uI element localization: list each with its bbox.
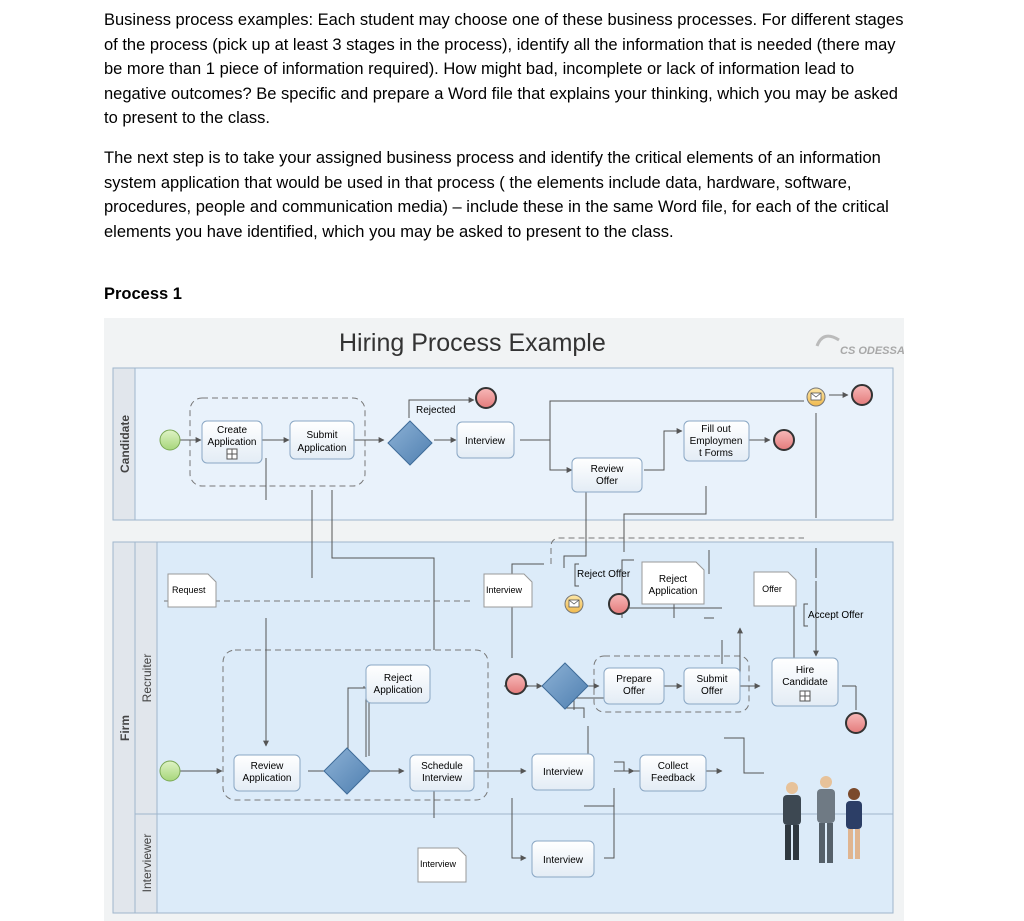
document-reject-application: Reject Application bbox=[641, 561, 705, 605]
diagram-title: Hiring Process Example bbox=[339, 329, 606, 357]
end-event-forms bbox=[773, 429, 795, 451]
task-candidate-interview: Interview bbox=[456, 421, 515, 459]
start-event-recruiter bbox=[159, 760, 181, 782]
recruiter-lane-label: Recruiter bbox=[140, 654, 154, 703]
svg-text:Interview: Interview bbox=[422, 773, 463, 784]
svg-text:Prepare: Prepare bbox=[616, 674, 652, 685]
interviewer-lane-label: Interviewer bbox=[140, 834, 154, 893]
svg-text:Interview: Interview bbox=[420, 859, 457, 869]
svg-text:Interview: Interview bbox=[486, 585, 523, 595]
svg-text:Interview: Interview bbox=[543, 767, 584, 778]
gateway-review bbox=[323, 747, 371, 795]
svg-text:Employmen: Employmen bbox=[690, 436, 743, 447]
svg-text:Application: Application bbox=[208, 437, 257, 448]
document-interview: Interview bbox=[483, 573, 533, 608]
message-event-candidate bbox=[806, 387, 826, 407]
svg-text:Submit: Submit bbox=[306, 430, 337, 441]
end-event-firm bbox=[845, 712, 867, 734]
task-submit-offer: Submit Offer bbox=[683, 667, 741, 705]
document-request: Request bbox=[167, 573, 217, 608]
svg-text:t Forms: t Forms bbox=[699, 448, 733, 459]
end-event-reject-offer bbox=[608, 593, 630, 615]
gateway-candidate bbox=[387, 420, 433, 466]
svg-text:Request: Request bbox=[172, 585, 206, 595]
firm-pool-label: Firm bbox=[118, 715, 132, 741]
instructions-paragraph-2: The next step is to take your assigned b… bbox=[104, 149, 889, 241]
svg-text:Offer: Offer bbox=[596, 476, 619, 487]
process-heading: Process 1 bbox=[104, 285, 182, 303]
document-offer: Offer bbox=[753, 571, 797, 607]
task-recruiter-interview: Interview bbox=[531, 753, 595, 791]
start-event-candidate bbox=[159, 429, 181, 451]
task-hire-candidate: Hire Candidate bbox=[771, 657, 839, 707]
task-fill-out-forms: Fill out Employmen t Forms bbox=[683, 420, 750, 462]
svg-text:Offer: Offer bbox=[701, 686, 724, 697]
svg-text:Reject Offer: Reject Offer bbox=[577, 569, 631, 580]
svg-text:CS ODESSA: CS ODESSA bbox=[840, 345, 904, 357]
instructions-paragraph-1: Business process examples: Each student … bbox=[104, 11, 904, 128]
svg-text:Offer: Offer bbox=[762, 584, 782, 594]
task-collect-feedback: Collect Feedback bbox=[639, 754, 707, 792]
svg-text:Application: Application bbox=[298, 443, 347, 454]
cs-odessa-logo: CS ODESSA bbox=[815, 334, 904, 357]
svg-text:Hire: Hire bbox=[796, 665, 815, 676]
svg-text:Fill out: Fill out bbox=[701, 424, 731, 435]
svg-text:Collect: Collect bbox=[658, 761, 689, 772]
business-people-illustration bbox=[783, 776, 862, 863]
svg-text:Interview: Interview bbox=[543, 855, 584, 866]
svg-text:Interview: Interview bbox=[465, 436, 506, 447]
svg-text:Application: Application bbox=[649, 586, 698, 597]
flow-connectors bbox=[178, 392, 857, 861]
task-schedule-interview: Schedule Interview bbox=[409, 754, 475, 792]
task-create-application: Create Application bbox=[201, 420, 263, 464]
svg-text:Accept Offer: Accept Offer bbox=[808, 610, 864, 621]
task-submit-application: Submit Application bbox=[289, 420, 355, 460]
candidate-lane-label: Candidate bbox=[118, 415, 132, 473]
end-event-candidate-hired bbox=[851, 384, 873, 406]
svg-text:Submit: Submit bbox=[696, 674, 727, 685]
svg-text:Candidate: Candidate bbox=[782, 677, 828, 688]
svg-text:Application: Application bbox=[374, 685, 423, 696]
svg-text:Application: Application bbox=[243, 773, 292, 784]
task-reject-application: Reject Application bbox=[365, 664, 431, 704]
svg-text:Feedback: Feedback bbox=[651, 773, 696, 784]
task-review-offer: Review Offer bbox=[571, 457, 643, 493]
svg-text:Reject: Reject bbox=[384, 673, 413, 684]
task-prepare-offer: Prepare Offer bbox=[603, 667, 665, 705]
rejected-label: Rejected bbox=[416, 405, 455, 416]
svg-text:Create: Create bbox=[217, 425, 247, 436]
svg-text:Schedule: Schedule bbox=[421, 761, 463, 772]
task-interviewer-interview: Interview bbox=[531, 840, 595, 878]
svg-text:Offer: Offer bbox=[623, 686, 646, 697]
task-review-application: Review Application bbox=[233, 754, 301, 792]
svg-text:Reject: Reject bbox=[659, 574, 688, 585]
gateway-offer bbox=[541, 662, 589, 710]
accept-offer-annotation: Accept Offer bbox=[803, 603, 864, 627]
svg-text:Review: Review bbox=[251, 761, 285, 772]
reject-offer-annotation: Reject Offer bbox=[574, 563, 631, 587]
hiring-process-diagram: Hiring Process Example CS ODESSA Candida… bbox=[104, 318, 904, 921]
document-interview-bottom: Interview bbox=[417, 847, 467, 883]
svg-text:Review: Review bbox=[591, 464, 625, 475]
message-event-firm bbox=[564, 594, 584, 614]
end-event-rejected-application bbox=[505, 673, 527, 695]
end-event-rejected bbox=[475, 387, 497, 409]
